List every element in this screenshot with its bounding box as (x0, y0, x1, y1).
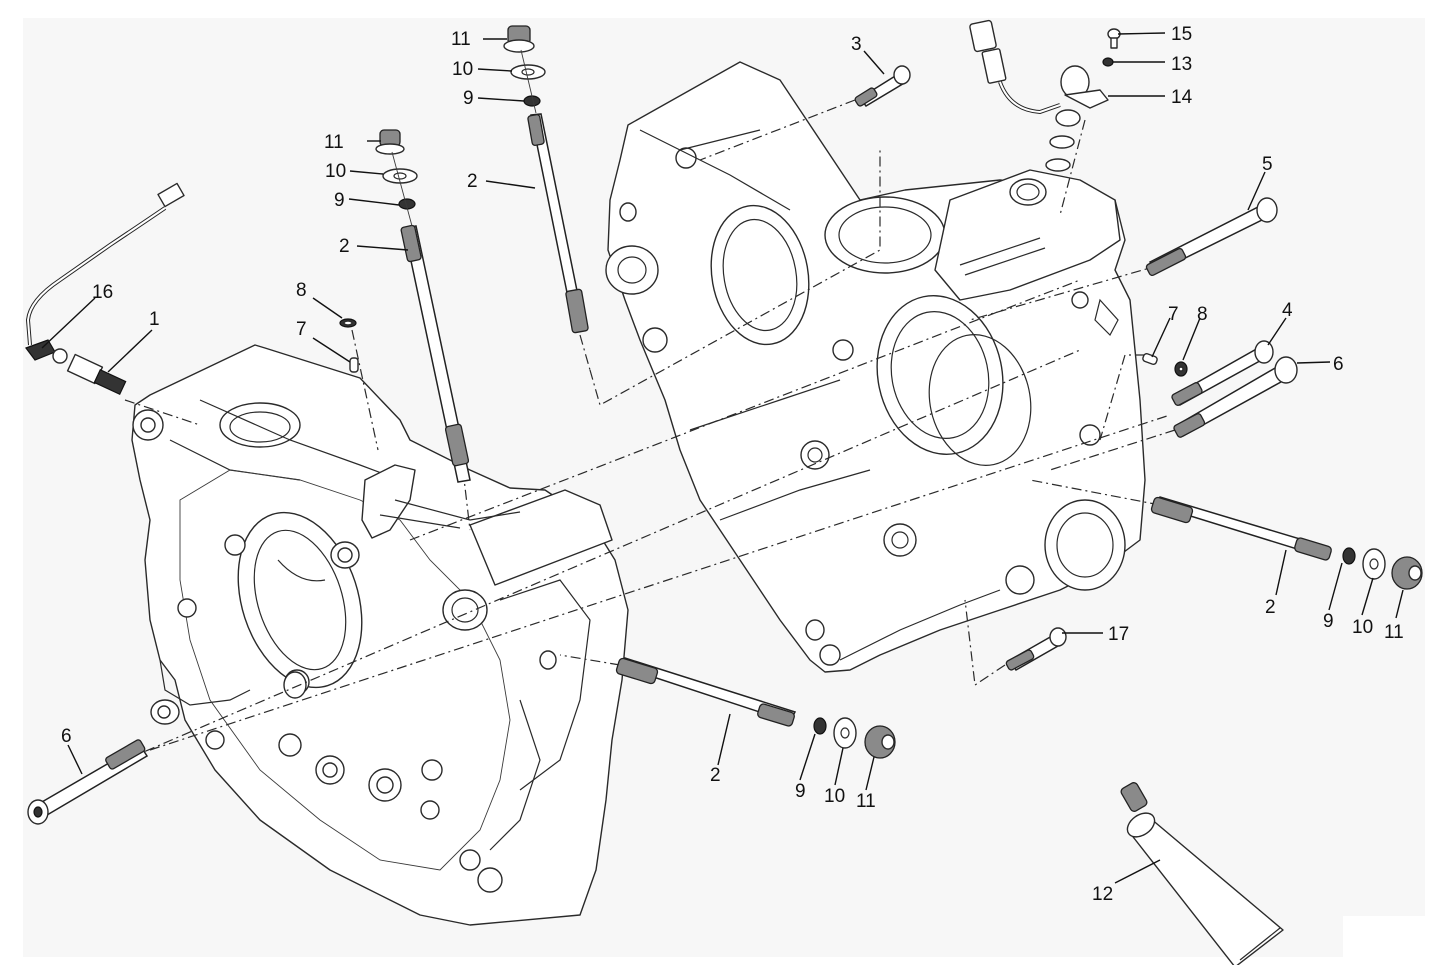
callout-10: 10 (325, 161, 346, 182)
callout-7: 7 (1168, 304, 1179, 325)
stud-right (1150, 496, 1332, 561)
callout-6: 6 (1333, 354, 1344, 375)
callout-9: 9 (1323, 611, 1334, 632)
stud-top-vertical (527, 113, 589, 334)
left-crankcase-half (131, 344, 629, 926)
callout-10: 10 (1352, 617, 1373, 638)
bolt-6-left (27, 739, 149, 825)
callout-7: 7 (296, 319, 307, 340)
leader-lines (41, 32, 1404, 884)
callout-8: 8 (1197, 304, 1208, 325)
callout-11: 11 (856, 791, 876, 812)
stud-left-vertical (400, 224, 471, 483)
sealant-tube (1120, 782, 1284, 965)
callout-13: 13 (1171, 54, 1192, 75)
callout-10: 10 (452, 59, 473, 80)
callout-3: 3 (851, 34, 862, 55)
dowel-o-ring-left (339, 318, 359, 373)
callout-1: 1 (149, 309, 160, 330)
callout-9: 9 (463, 88, 474, 109)
callout-10: 10 (824, 786, 845, 807)
callout-15: 15 (1171, 24, 1192, 45)
assembly-guide-lines (89, 99, 1176, 776)
bolt-5 (1145, 197, 1278, 277)
fastener-set-top-middle (503, 25, 546, 114)
callout-11: 11 (324, 132, 344, 153)
stud-bottom-middle (615, 657, 797, 727)
callout-2: 2 (710, 765, 721, 786)
callout-2: 2 (467, 171, 478, 192)
fastener-set-top-left (375, 129, 418, 227)
fastener-set-right (1342, 547, 1423, 590)
bolt-3 (854, 65, 911, 107)
diagram-panel-lower (23, 900, 1343, 957)
callout-12: 12 (1092, 884, 1113, 905)
callout-4: 4 (1282, 300, 1293, 321)
callout-8: 8 (296, 280, 307, 301)
dowel-o-ring-right (1142, 352, 1188, 377)
callout-5: 5 (1262, 154, 1273, 175)
callout-9: 9 (795, 781, 806, 802)
callout-16: 16 (92, 282, 113, 303)
callout-6: 6 (61, 726, 72, 747)
callout-14: 14 (1171, 87, 1193, 108)
neutral-sensor-assembly (969, 19, 1121, 172)
fastener-set-bottom-middle (813, 717, 896, 759)
callout-9: 9 (334, 190, 345, 211)
callout-2: 2 (1265, 597, 1276, 618)
bolt-4 (1171, 340, 1274, 407)
right-crankcase-half (605, 61, 1146, 673)
bolt-17 (1005, 627, 1067, 672)
callout-11: 11 (1384, 622, 1404, 643)
callout-17: 17 (1108, 624, 1129, 645)
callout-labels: 1 16 2 2 2 2 3 4 5 6 6 7 7 8 8 9 9 9 9 1… (61, 24, 1404, 905)
bolt-6-right (1173, 356, 1298, 438)
callout-2: 2 (339, 236, 350, 257)
sensor-assembly (25, 182, 185, 396)
callout-11: 11 (451, 29, 471, 50)
